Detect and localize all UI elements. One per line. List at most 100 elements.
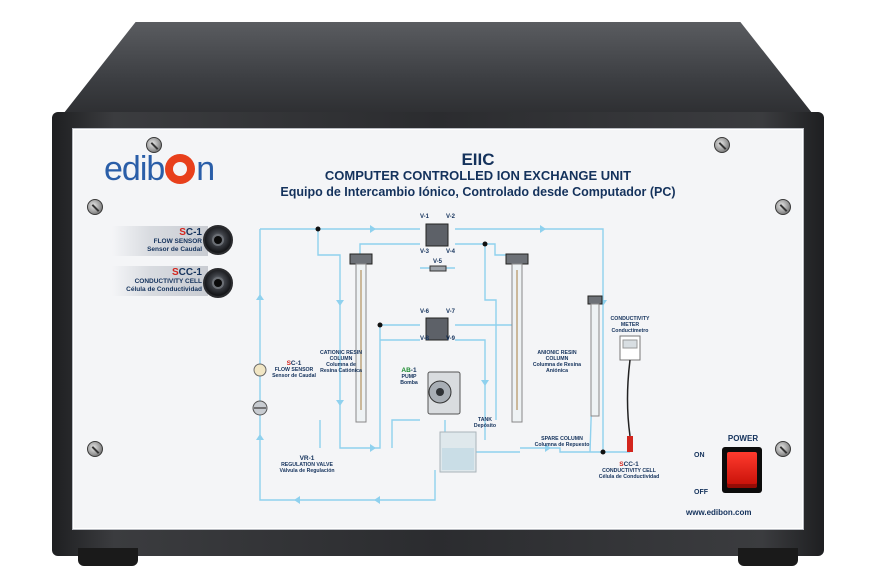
- tag-prefix: S: [171, 267, 179, 278]
- website-text: www.edibon.com: [686, 508, 752, 517]
- conductivity-cell-probe: [627, 436, 633, 452]
- conductivity-meter-display: [622, 339, 638, 349]
- pipe-pump-in: [391, 419, 420, 448]
- spare-column-cap: [587, 295, 603, 305]
- tag-rest: C-1: [185, 227, 202, 238]
- flow-arrow: [256, 294, 264, 300]
- conductivity-cell-connector[interactable]: [203, 268, 233, 298]
- manifold-block-lower: [425, 317, 449, 341]
- power-off-label: OFF: [694, 489, 708, 496]
- flow-arrow: [256, 434, 264, 440]
- label-en: SPARE COLUMN: [541, 436, 583, 442]
- label-es: Sensor de Caudal: [147, 246, 202, 253]
- screw-icon: [775, 441, 791, 457]
- label-es: Depósito: [473, 423, 497, 429]
- conductivity-cell-connector-label: SCC-1 CONDUCTIVITY CELL Célula de Conduc…: [112, 266, 208, 296]
- label-en-1: CATIONIC RESIN: [320, 350, 362, 356]
- label-es: Sensor de Caudal: [272, 373, 316, 379]
- flow-sensor-connector[interactable]: [203, 225, 233, 255]
- junction-dots: [315, 226, 606, 455]
- regulation-valve-label: VR-1 REGULATION VALVE Válvula de Regulac…: [266, 455, 348, 474]
- label-en: CONDUCTIVITY CELL: [134, 278, 202, 285]
- label-en: PUMP: [401, 374, 417, 380]
- spare-column-label: SPARE COLUMN Columna de Repuesto: [524, 436, 600, 448]
- flow-arrow: [481, 380, 489, 386]
- pipe-mid: [484, 244, 497, 420]
- flow-sensor-connector-label: SC-1 FLOW SENSOR Sensor de Caudal: [112, 226, 208, 256]
- pipe-v4: [455, 243, 520, 256]
- tag: VR-1: [299, 455, 315, 462]
- tank-label: TANK Depósito: [468, 417, 502, 429]
- flow-arrow: [336, 300, 344, 306]
- flow-arrow: [374, 496, 380, 504]
- tag-prefix: AB: [401, 367, 411, 374]
- valve-v6-label: V-6: [420, 309, 430, 315]
- tag-prefix: S: [179, 227, 186, 238]
- pipe-v9: [455, 339, 486, 440]
- flow-sensor-label: SC-1 FLOW SENSOR Sensor de Caudal: [268, 360, 320, 379]
- valve-v8-label: V-8: [420, 336, 430, 342]
- power-switch[interactable]: [722, 447, 762, 493]
- tag-prefix: S: [619, 461, 624, 468]
- screw-icon: [87, 199, 103, 215]
- pump-rotor: [436, 388, 444, 396]
- conductivity-cell-label: SCC-1 CONDUCTIVITY CELL Célula de Conduc…: [592, 461, 666, 480]
- screw-icon: [146, 137, 162, 153]
- junction-dot: [482, 241, 488, 247]
- label-en: REGULATION VALVE: [281, 462, 333, 468]
- valve-v7-label: V-7: [446, 309, 456, 315]
- anionic-column-label: ANIONIC RESIN COLUMN Columna de Resina A…: [526, 350, 588, 374]
- label-en-2: COLUMN: [329, 356, 353, 362]
- valve-v3-label: V-3: [420, 249, 430, 255]
- junction-dot: [600, 449, 606, 455]
- conductivity-meter-label: CONDUCTIVITY METER Conductímetro: [604, 316, 656, 334]
- label-en: FLOW SENSOR: [274, 367, 314, 373]
- power-on-label: ON: [694, 452, 705, 459]
- screw-icon: [87, 441, 103, 457]
- cationic-column-cap: [349, 253, 373, 265]
- label-es: Célula de Conductividad: [126, 286, 202, 293]
- label-en-2: COLUMN: [545, 356, 569, 362]
- cationic-column-label: CATIONIC RESIN COLUMN Columna de Resina …: [314, 350, 368, 374]
- valve-v9-label: V-9: [446, 336, 456, 342]
- junction-dot: [377, 322, 383, 328]
- valve-v5-label: V-5: [433, 259, 443, 265]
- label-en: FLOW SENSOR: [153, 238, 202, 245]
- cabinet-foot-left: [78, 548, 138, 566]
- unit-code: EIIC: [461, 150, 495, 169]
- valve-v5-body: [429, 265, 447, 272]
- label-en-1: ANIONIC RESIN: [537, 350, 577, 356]
- flow-arrow: [370, 225, 376, 233]
- label-es-2: Aniónica: [546, 368, 568, 374]
- label-es-1: Columna de: [326, 362, 356, 368]
- valve-v1-label: V-1: [420, 214, 430, 220]
- label-en: CONDUCTIVITY CELL: [602, 468, 656, 474]
- manifold-block-upper: [425, 223, 449, 247]
- flow-sensor-symbol: [253, 363, 267, 377]
- flow-arrow: [545, 444, 551, 452]
- valve-v4-label: V-4: [446, 249, 456, 255]
- logo-o-mark: [165, 154, 196, 184]
- unit-title-es: Equipo de Intercambio Iónico, Controlado…: [280, 185, 676, 199]
- screw-icon: [775, 199, 791, 215]
- anionic-column-cap: [505, 253, 529, 265]
- power-rocker[interactable]: [727, 452, 757, 488]
- label-es-2: Resina Catiónica: [320, 368, 362, 374]
- screw-icon: [714, 137, 730, 153]
- junction-dot: [315, 226, 321, 232]
- label-es: Válvula de Regulación: [279, 468, 335, 474]
- tank-water: [442, 448, 474, 470]
- label-es: Columna de Repuesto: [534, 442, 590, 448]
- tag-rest: -1: [410, 367, 417, 374]
- pump-label: AB-1 PUMP Bomba: [396, 367, 422, 386]
- spare-column-tube: [590, 303, 600, 417]
- flow-arrow: [540, 225, 546, 233]
- unit-title-en: COMPUTER CONTROLLED ION EXCHANGE UNIT: [324, 168, 632, 183]
- flow-arrow: [294, 496, 300, 504]
- label-es: Conductímetro: [611, 328, 649, 334]
- label-en: TANK: [477, 417, 493, 423]
- conductivity-meter-cable: [626, 359, 631, 437]
- flow-arrow: [370, 444, 376, 452]
